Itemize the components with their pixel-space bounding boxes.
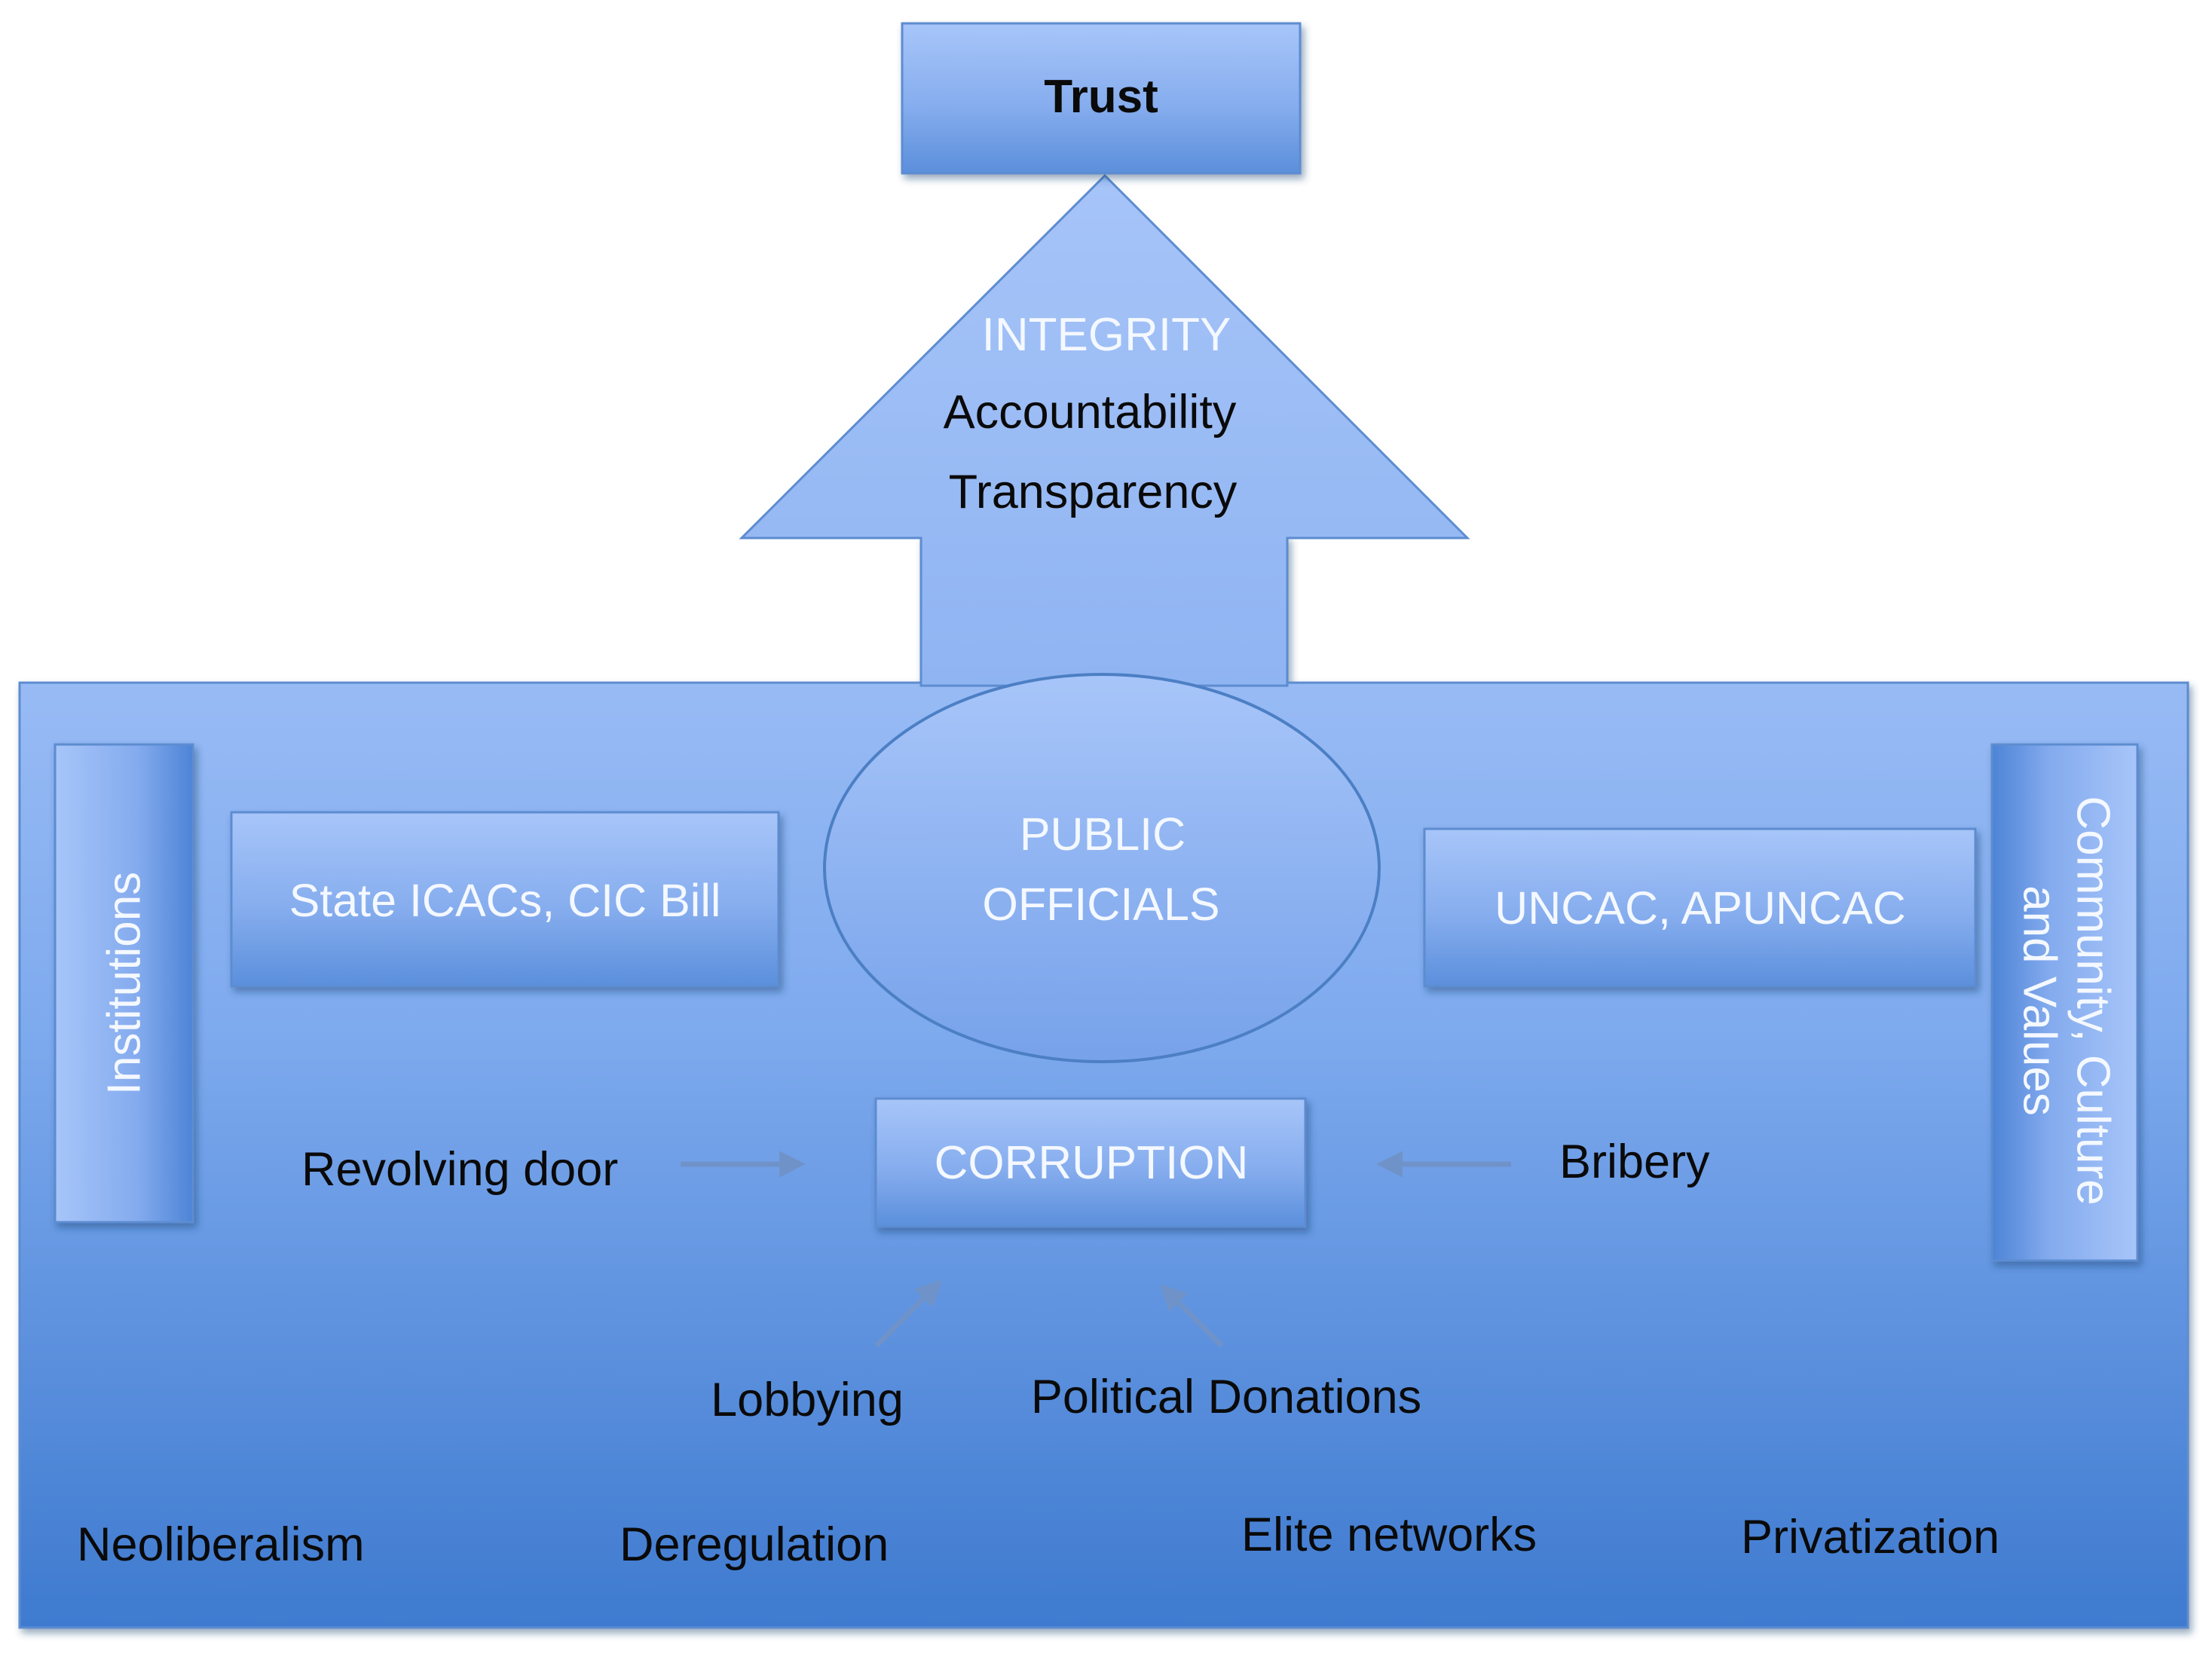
public-officials-label-line2: OFFICIALS <box>982 879 1220 930</box>
community-label: Community, Culture and Values <box>2012 796 2120 1205</box>
transparency-label: Transparency <box>948 466 1238 518</box>
lobbying-label: Lobbying <box>711 1374 904 1426</box>
political-donations-arrow <box>1160 1284 1224 1348</box>
corruption-box <box>874 1097 1307 1228</box>
uncac-label: UNCAC, APUNCAC <box>1495 882 1906 934</box>
lobbying-arrow <box>874 1279 942 1348</box>
public-officials-ellipse <box>823 673 1381 1063</box>
community-label-line2: and Values <box>2013 885 2065 1116</box>
political-donations-label: Political Donations <box>1030 1371 1422 1423</box>
community-box <box>1990 743 2139 1262</box>
integrity-label: INTEGRITY <box>981 309 1231 361</box>
neoliberalism-label: Neoliberalism <box>77 1518 365 1571</box>
institutions-box <box>54 743 194 1224</box>
trust-box <box>901 22 1302 175</box>
bribery-label: Bribery <box>1559 1136 1710 1188</box>
community-label-line1: Community, Culture <box>2067 796 2119 1206</box>
uncac-box <box>1423 827 1977 988</box>
state-icacs-box <box>230 811 780 988</box>
state-icacs-label: State ICACs, CIC Bill <box>289 875 721 926</box>
accountability-label: Accountability <box>943 386 1237 439</box>
revolving-door-label: Revolving door <box>301 1143 619 1196</box>
corruption-label: CORRUPTION <box>934 1137 1249 1189</box>
trust-label: Trust <box>1044 71 1158 123</box>
institutions-label: Institutions <box>98 871 151 1096</box>
public-officials-label-line1: PUBLIC <box>1019 809 1186 860</box>
privatization-label: Privatization <box>1741 1511 2000 1564</box>
elite-networks-label: Elite networks <box>1241 1509 1537 1561</box>
deregulation-label: Deregulation <box>620 1518 889 1571</box>
